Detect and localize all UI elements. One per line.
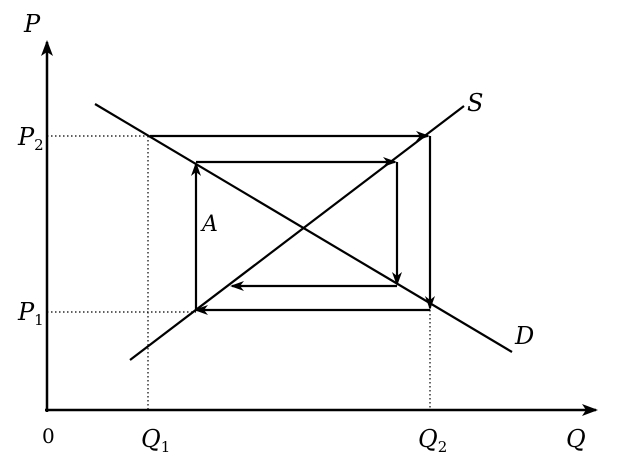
x-axis-label: Q [566,425,586,453]
origin-label: 0 [42,424,55,448]
p2-label: P2 [17,123,44,154]
point-a-label: A [200,212,218,237]
supply-curve [129,105,465,361]
q1-label: Q1 [141,425,170,456]
supply-label: S [467,89,483,117]
y-axis-label: P [23,10,41,38]
demand-label: D [514,322,534,350]
p1-label: P1 [17,298,44,329]
q2-label: Q2 [418,425,447,456]
